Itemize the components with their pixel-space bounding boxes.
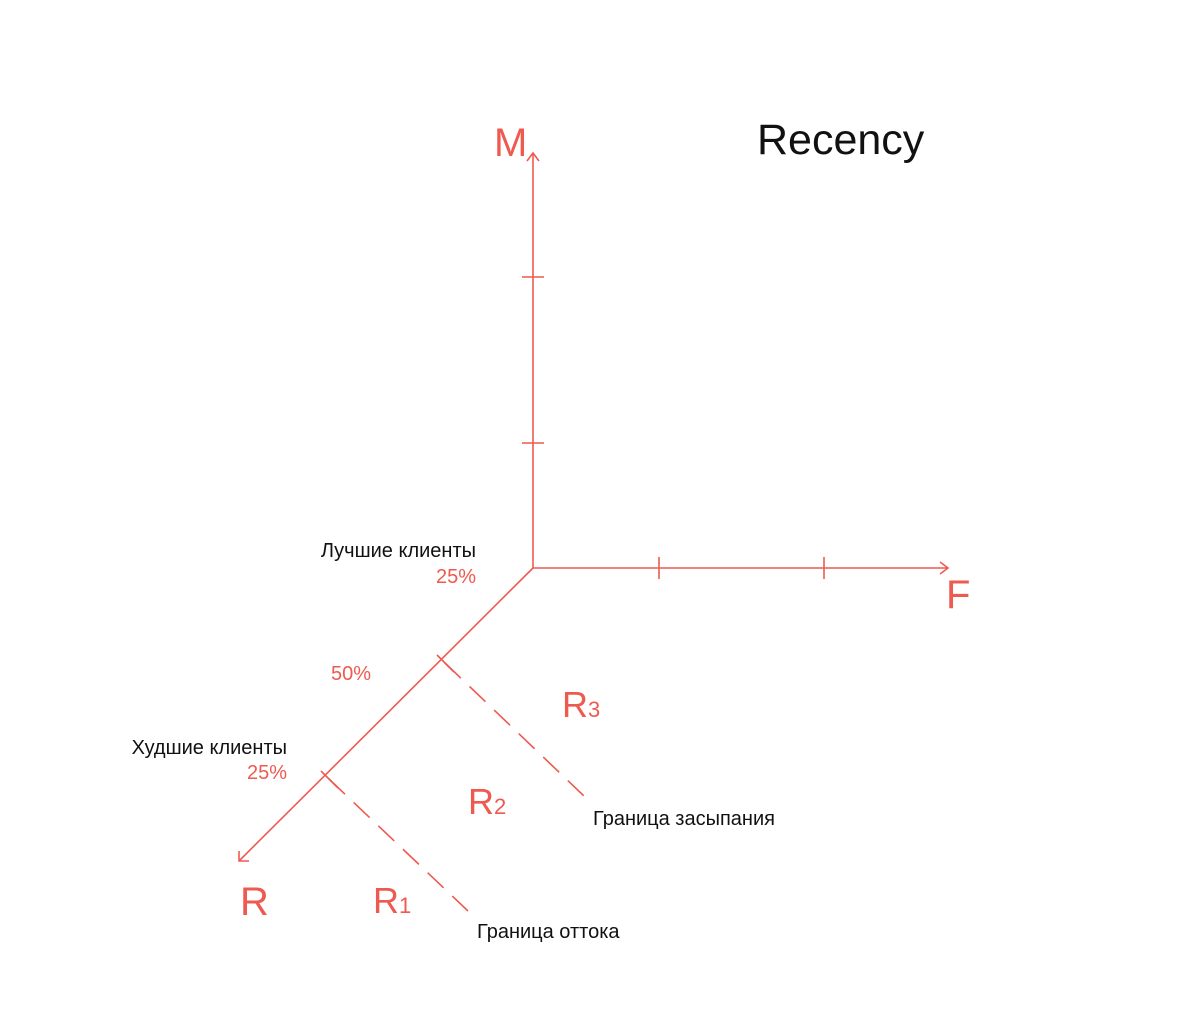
- zone-r3-subscript: 3: [588, 697, 600, 722]
- m-axis-label: M: [494, 121, 527, 165]
- zone-r3-main: R: [562, 684, 588, 725]
- f-axis-label: F: [946, 573, 970, 617]
- worst-clients-percent: 25%: [247, 762, 287, 784]
- zone-r1-label: R1: [373, 880, 411, 921]
- zone-r1-main: R: [373, 880, 399, 921]
- diagram-title: Recency: [757, 116, 925, 164]
- m-axis-arrowhead: [526, 151, 540, 162]
- r-axis-label: R: [240, 880, 269, 924]
- zone-r1-subscript: 1: [399, 893, 411, 918]
- zone-r2-subscript: 2: [494, 794, 506, 819]
- middle-clients-percent: 50%: [331, 663, 371, 685]
- sleep-boundary-label: Граница засыпания: [593, 808, 775, 830]
- r-axis-arrowhead: [238, 851, 249, 862]
- best-clients-label: Лучшие клиенты: [321, 540, 476, 562]
- f-axis-arrowhead: [939, 561, 950, 575]
- worst-clients-label: Худшие клиенты: [132, 737, 287, 759]
- zone-r2-label: R2: [468, 781, 506, 822]
- zone-r2-main: R: [468, 781, 494, 822]
- churn-boundary-label: Граница оттока: [477, 921, 620, 943]
- r-axis: [238, 567, 534, 862]
- best-clients-percent: 25%: [436, 566, 476, 588]
- zone-r3-label: R3: [562, 684, 600, 725]
